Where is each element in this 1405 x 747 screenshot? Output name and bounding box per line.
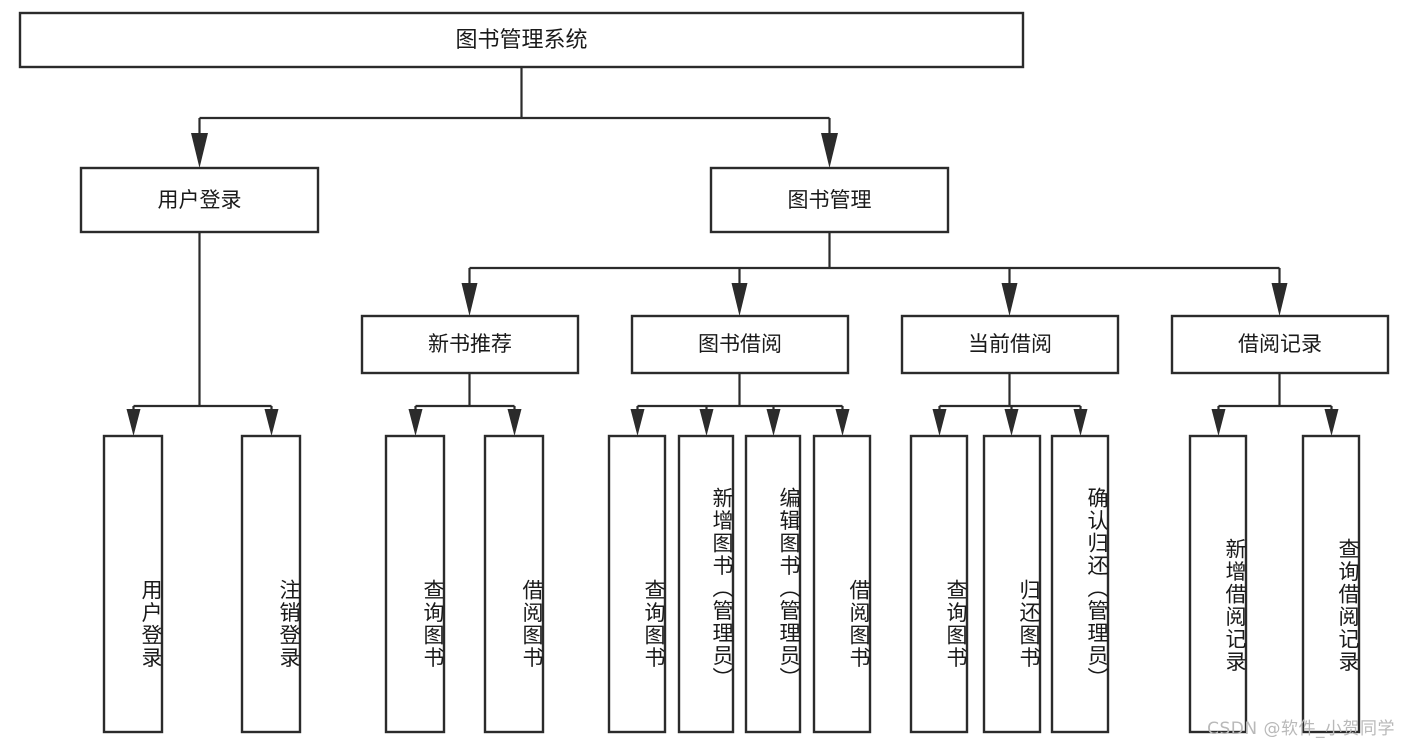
- node-root[interactable]: 图书管理系统: [18, 11, 1025, 69]
- arrow-head-book-management: [821, 133, 838, 168]
- node-new-book-recommend-label: 新书推荐: [428, 332, 512, 356]
- node-book-management-label: 图书管理: [788, 188, 872, 212]
- arrow-head-leaf-logout-login: [264, 409, 279, 436]
- leaf-borrow-book-recommend-box[interactable]: [483, 434, 545, 734]
- arrow-head-leaf-edit-book-admin: [766, 409, 781, 436]
- arrow-head-new-book-recommend: [461, 283, 478, 316]
- leaf-add-book-admin-box[interactable]: [677, 434, 735, 734]
- node-book-management[interactable]: 图书管理: [709, 166, 950, 234]
- leaf-borrow-book-box[interactable]: [812, 434, 872, 734]
- connector-group-book-management-to-level3: [461, 232, 1288, 316]
- connector-group-root-to-level2: [191, 67, 838, 168]
- arrow-head-current-borrow: [1001, 283, 1018, 316]
- node-current-borrow-box[interactable]: [900, 314, 1120, 375]
- leaf-query-book-current-box[interactable]: [909, 434, 969, 734]
- arrow-head-user-login: [191, 133, 208, 168]
- csdn-watermark: CSDN @软件_小贺同学: [1207, 719, 1395, 739]
- arrow-head-leaf-query-book-current: [932, 409, 947, 436]
- node-current-borrow-label: 当前借阅: [968, 332, 1052, 356]
- node-borrow-records-box[interactable]: [1170, 314, 1390, 375]
- leaf-confirm-return-admin-box[interactable]: [1050, 434, 1110, 734]
- leaf-add-borrow-record-box[interactable]: [1188, 434, 1248, 734]
- arrow-head-leaf-add-borrow-record: [1211, 409, 1226, 436]
- node-user-login-box[interactable]: [79, 166, 320, 234]
- arrow-head-leaf-confirm-return-admin: [1073, 409, 1088, 436]
- arrow-head-book-borrow: [731, 283, 748, 316]
- node-root-label: 图书管理系统: [455, 28, 587, 53]
- node-book-borrow-box[interactable]: [630, 314, 850, 375]
- leaf-boxes: [102, 434, 1361, 734]
- leaf-query-borrow-record-box[interactable]: [1301, 434, 1361, 734]
- connector-group-user-login-to-leaves: [126, 232, 279, 436]
- leaf-query-book-recommend-box[interactable]: [384, 434, 446, 734]
- node-user-login-label: 用户登录: [158, 188, 242, 212]
- node-book-management-box[interactable]: [709, 166, 950, 234]
- leaf-query-book-borrow-box[interactable]: [607, 434, 667, 734]
- leaf-user-login-box[interactable]: [102, 434, 164, 734]
- node-borrow-records-label: 借阅记录: [1238, 332, 1322, 356]
- node-borrow-records[interactable]: 借阅记录: [1170, 314, 1390, 375]
- arrow-head-leaf-user-login: [126, 409, 141, 436]
- leaf-logout-login-box[interactable]: [240, 434, 302, 734]
- connector-group-current-borrow-to-leaves: [932, 373, 1088, 436]
- arrow-head-leaf-borrow-book: [835, 409, 850, 436]
- arrow-head-leaf-return-book: [1004, 409, 1019, 436]
- connector-group-borrow-records-to-leaves: [1211, 373, 1339, 436]
- arrow-head-leaf-add-book-admin: [699, 409, 714, 436]
- arrow-head-leaf-query-book-recommend: [408, 409, 423, 436]
- leaf-return-book-box[interactable]: [982, 434, 1042, 734]
- node-new-book-recommend-box[interactable]: [360, 314, 580, 375]
- leaf-edit-book-admin-box[interactable]: [744, 434, 802, 734]
- connector-group-new-book-recommend-to-leaves: [408, 373, 522, 436]
- node-root-box[interactable]: [18, 11, 1025, 69]
- node-current-borrow[interactable]: 当前借阅: [900, 314, 1120, 375]
- node-new-book-recommend[interactable]: 新书推荐: [360, 314, 580, 375]
- arrow-head-leaf-query-borrow-record: [1324, 409, 1339, 436]
- node-book-borrow[interactable]: 图书借阅: [630, 314, 850, 375]
- arrow-head-borrow-records: [1271, 283, 1288, 316]
- arrow-head-leaf-query-book-borrow: [630, 409, 645, 436]
- connector-group-book-borrow-to-leaves: [630, 373, 850, 436]
- arrow-head-leaf-borrow-book-recommend: [507, 409, 522, 436]
- node-user-login[interactable]: 用户登录: [79, 166, 320, 234]
- node-book-borrow-label: 图书借阅: [698, 332, 782, 356]
